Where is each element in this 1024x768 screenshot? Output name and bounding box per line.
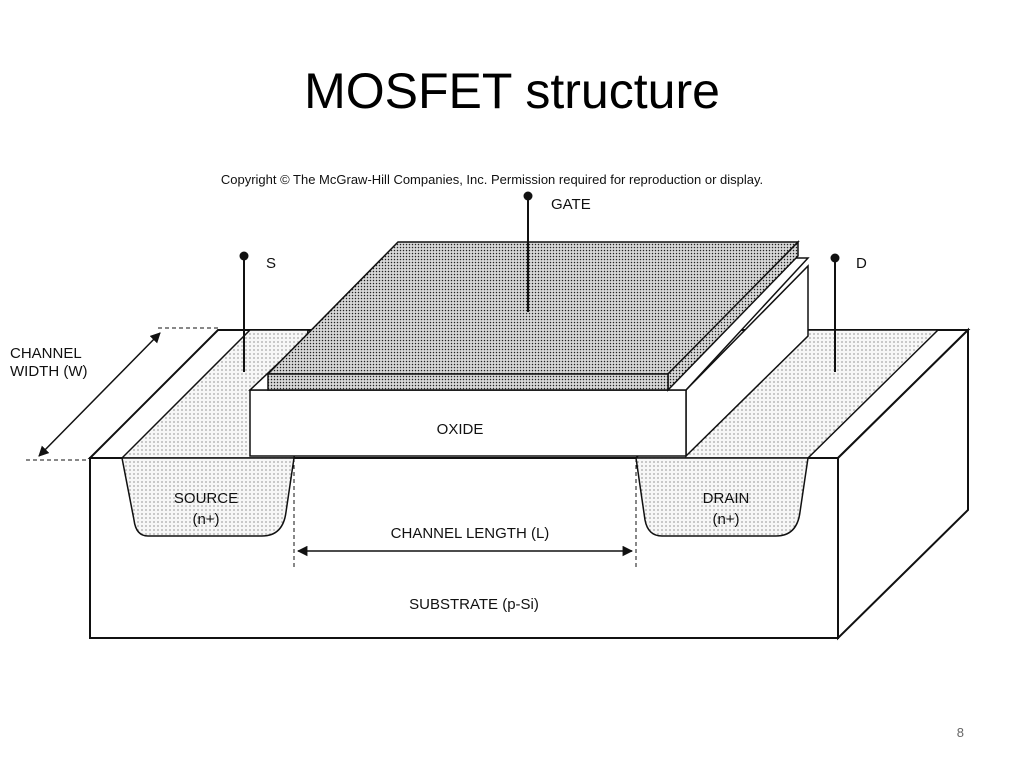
source-terminal-label: S bbox=[266, 255, 276, 272]
copyright-notice: Copyright © The McGraw-Hill Companies, I… bbox=[220, 172, 764, 187]
gate-front-face bbox=[267, 373, 669, 391]
oxide-label: OXIDE bbox=[437, 421, 484, 438]
channel-length-label: CHANNEL LENGTH (L) bbox=[391, 525, 550, 542]
drain-type-label: (n+) bbox=[712, 511, 739, 528]
slide-title: MOSFET structure bbox=[304, 63, 720, 119]
channel-width-arrow bbox=[38, 332, 161, 457]
gate-terminal-dot bbox=[523, 191, 533, 201]
drain-label: DRAIN bbox=[703, 490, 750, 507]
drain-terminal-dot bbox=[830, 253, 840, 263]
substrate-label: SUBSTRATE (p-Si) bbox=[409, 596, 539, 613]
source-type-label: (n+) bbox=[192, 511, 219, 528]
channel-width-label-line2: WIDTH (W) bbox=[10, 363, 87, 380]
source-label: SOURCE bbox=[174, 490, 238, 507]
gate-label: GATE bbox=[551, 196, 591, 213]
channel-width-label-line1: CHANNEL bbox=[10, 345, 82, 362]
drain-region bbox=[635, 457, 809, 537]
oxide-layer bbox=[249, 389, 687, 457]
page-number: 8 bbox=[956, 725, 964, 740]
source-region bbox=[121, 457, 295, 537]
drain-terminal-label: D bbox=[856, 255, 867, 272]
source-terminal-dot bbox=[239, 251, 249, 261]
